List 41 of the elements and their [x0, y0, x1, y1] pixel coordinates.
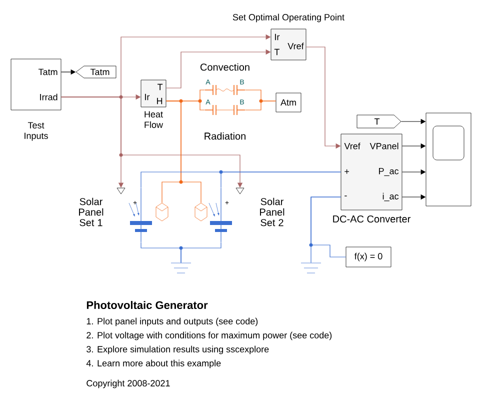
block-label: Heat Flow [144, 111, 164, 128]
block-label: Set Optimal Operating Point [232, 14, 344, 22]
connector [244, 100, 276, 110]
port-label: + [344, 169, 350, 174]
port-label: T [158, 84, 163, 90]
port-label: VPanel [370, 142, 398, 150]
connector [166, 100, 202, 204]
port-label: i_ac [382, 192, 399, 202]
connector [220, 172, 342, 188]
list-item: 1. Plot panel inputs and outputs (see code) [86, 318, 258, 326]
goto-tag: Tatm [76, 66, 116, 78]
title: Photovoltaic Generator [86, 300, 208, 310]
port-label: Irrad [40, 94, 58, 100]
ground-symbol [300, 262, 322, 274]
port-label: Vref [288, 42, 304, 50]
port-label: H [157, 98, 162, 104]
block-label: DC-AC Converter [333, 215, 410, 223]
copyright-note: Copyright 2008-2021 [86, 380, 170, 388]
list-item: 2. Plot voltage with conditions for maximum power (see code) [86, 332, 332, 340]
port-label: Ir [145, 94, 150, 100]
thermal-port [194, 202, 208, 222]
port-label: Ir [275, 34, 280, 40]
from-tag: T [356, 114, 402, 128]
list-item: 4. Learn more about this example [86, 360, 221, 368]
block-label: Test Inputs [24, 122, 48, 141]
port-label: T [274, 48, 280, 56]
block-label: Solar Panel Set 1 [79, 198, 104, 226]
port-label: Tatm [38, 68, 58, 76]
block-label: Solar Panel Set 2 [260, 198, 284, 226]
reference-block: Atm [276, 92, 302, 112]
solver-block: f(x) = 0 [346, 246, 392, 268]
thermal-port [156, 202, 168, 222]
scope-block [426, 112, 472, 206]
block-label: Convection [200, 63, 250, 71]
port-label: P_ac [379, 168, 399, 176]
block-label: Radiation [204, 132, 246, 140]
ground-symbol [170, 262, 192, 274]
port-label: Vref [344, 142, 360, 150]
connector [310, 196, 346, 258]
list-item: 3. Explore simulation results using sscexplore [86, 346, 269, 354]
connector [180, 242, 222, 264]
